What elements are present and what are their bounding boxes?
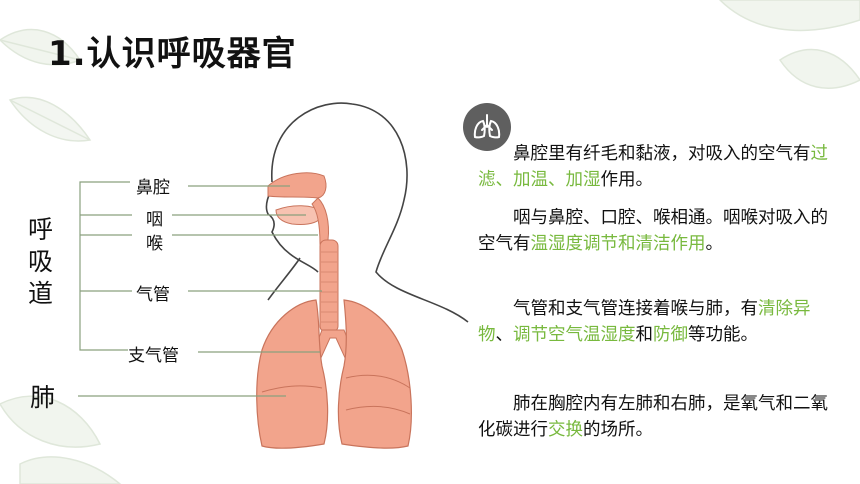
highlight-text: 温湿度调节和清洁作用 xyxy=(530,234,706,254)
paragraph-text: 等功能。 xyxy=(688,325,758,345)
highlight-text: 调节空气温湿度 xyxy=(513,325,636,345)
right-lung-shape xyxy=(337,299,412,449)
body-outline xyxy=(265,102,469,323)
highlight-text: 过滤、加温、加湿 xyxy=(478,144,828,190)
paragraph-text: 作用。 xyxy=(600,170,654,190)
trachea-shape xyxy=(319,239,339,333)
label-nasal-cavity: 鼻腔 xyxy=(136,178,170,198)
group-lungs: 肺 xyxy=(30,383,56,412)
highlight-text: 交换 xyxy=(548,420,583,440)
paragraph-text: 咽与鼻腔、口腔、喉相通。咽喉对吸入的空气有 xyxy=(478,208,828,254)
respiratory-tract-bracket xyxy=(79,181,132,351)
nasal-cavity-shape xyxy=(267,172,327,199)
label-pharynx: 咽 xyxy=(146,210,163,230)
left-lung-shape xyxy=(256,299,329,449)
paragraph-pharynx-larynx: 咽与鼻腔、口腔、喉相通。咽喉对吸入的空气有温湿度调节和清洁作用。 xyxy=(478,205,834,257)
label-larynx: 喉 xyxy=(146,234,163,254)
label-bronchi: 支气管 xyxy=(128,346,179,366)
paragraph-lungs: 肺在胸腔内有左肺和右肺，是氧气和二氧化碳进行交换的场所。 xyxy=(478,391,834,443)
group-respiratory-tract: 呼吸道 xyxy=(28,215,54,308)
highlight-text: 防御 xyxy=(653,325,688,345)
paragraph-nasal-cavity: 鼻腔里有纤毛和黏液，对吸入的空气有过滤、加温、加湿作用。 xyxy=(478,141,834,193)
lungs-icon xyxy=(473,114,501,139)
page-title: 1.认识呼吸器官 xyxy=(48,34,297,74)
paragraph-text: 的场所。 xyxy=(583,420,653,440)
paragraph-text: 。 xyxy=(705,234,724,254)
paragraph-text: 气管和支气管连接着喉与肺，有 xyxy=(513,299,758,319)
lungs-badge xyxy=(463,103,511,151)
paragraph-text: 肺在胸腔内有左肺和右肺，是氧气和二氧化碳进行 xyxy=(478,394,828,440)
paragraph-text: 鼻腔里有纤毛和黏液，对吸入的空气有 xyxy=(513,144,811,164)
paragraph-text: 、 xyxy=(495,325,514,345)
highlight-text: 清除异物 xyxy=(478,299,811,345)
label-trachea: 气管 xyxy=(136,285,170,305)
paragraph-text: 和 xyxy=(635,325,654,345)
paragraph-trachea-bronchi: 气管和支气管连接着喉与肺，有清除异物、调节空气温湿度和防御等功能。 xyxy=(478,296,834,348)
